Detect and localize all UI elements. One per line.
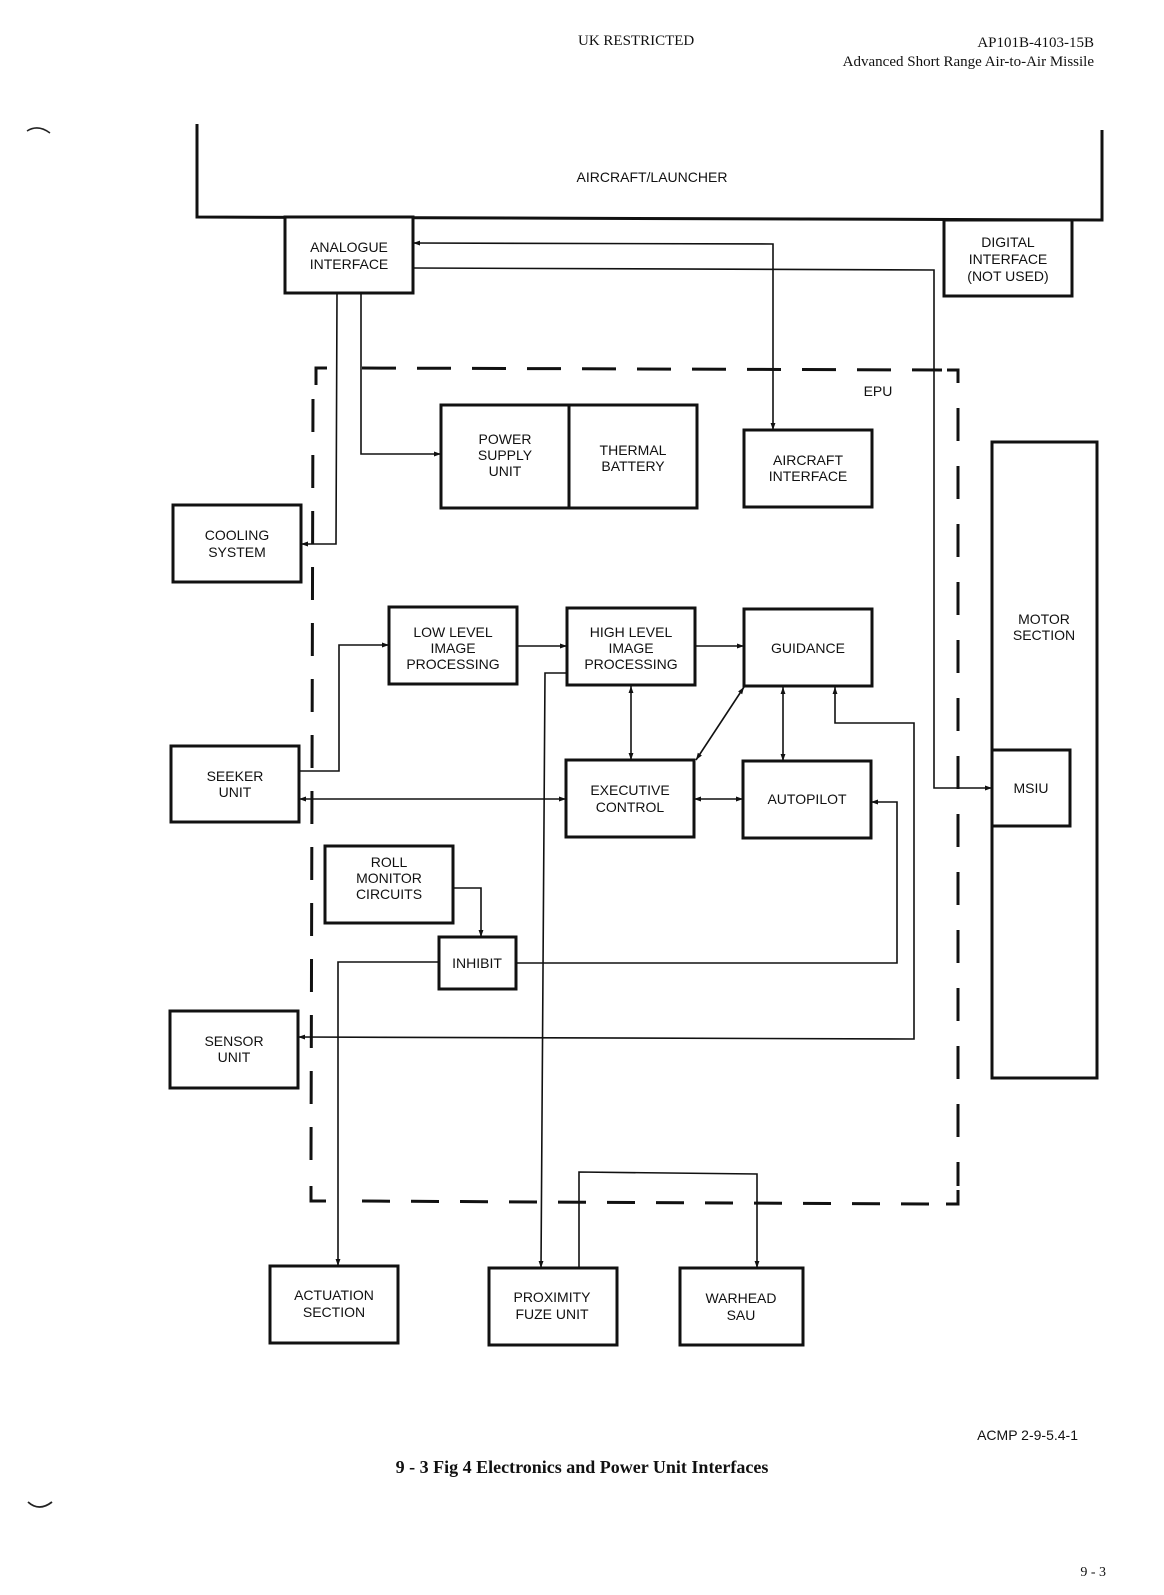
- guidance-label: GUIDANCE: [771, 640, 845, 656]
- proximity-fuze-unit-block: [487, 1266, 619, 1347]
- msiu-block: [990, 748, 1072, 828]
- connector-autopilot-to-inhibit: [516, 799, 898, 964]
- connector-inhibit-to-actuation: [335, 961, 439, 1266]
- msiu-label: MSIU: [1014, 780, 1049, 796]
- document-reference: AP101B-4103-15B: [977, 35, 1094, 51]
- digital-interface-block: [942, 218, 1074, 298]
- connector-analogue-to-cooling: [301, 292, 338, 547]
- connector-analogue-to-psu: [360, 293, 441, 457]
- seeker-unit-block: [169, 744, 301, 824]
- inhibit-label: INHIBIT: [452, 955, 502, 971]
- connector-hlip-to-fuze: [538, 672, 567, 1269]
- figure-caption: 9 - 3 Fig 4 Electronics and Power Unit I…: [395, 1457, 769, 1477]
- scan-mark-top: [26, 127, 51, 134]
- classification-marking: UK RESTRICTED: [578, 33, 695, 49]
- sensor-unit-block: [168, 1009, 300, 1090]
- aircraft-launcher-label: AIRCRAFT/LAUNCHER: [577, 169, 728, 185]
- scan-mark-bottom: [27, 1501, 53, 1508]
- aircraft-interface-block: [742, 428, 874, 509]
- autopilot-label: AUTOPILOT: [767, 791, 847, 807]
- connector-guidance-executive: [695, 686, 745, 761]
- aircraft-launcher-frame: [195, 124, 1104, 222]
- connector-aircraft-interface-to-analogue: [412, 240, 776, 430]
- page-number: 9 - 3: [1080, 1565, 1106, 1580]
- document-title: Advanced Short Range Air-to-Air Missile: [842, 54, 1094, 70]
- connector-fuze-to-warhead: [578, 1171, 760, 1268]
- connector-sensor-to-guidance: [297, 687, 915, 1040]
- warhead-sau-block: [678, 1266, 805, 1347]
- epu-label: EPU: [864, 383, 893, 399]
- actuation-section-block: [268, 1264, 400, 1345]
- connector-roll-to-inhibit: [453, 887, 484, 937]
- figure-reference: ACMP 2-9-5.4-1: [977, 1427, 1078, 1443]
- connector-analogue-to-msiu: [412, 267, 992, 791]
- guidance-block: [742, 607, 874, 688]
- analogue-interface-block: [283, 215, 415, 295]
